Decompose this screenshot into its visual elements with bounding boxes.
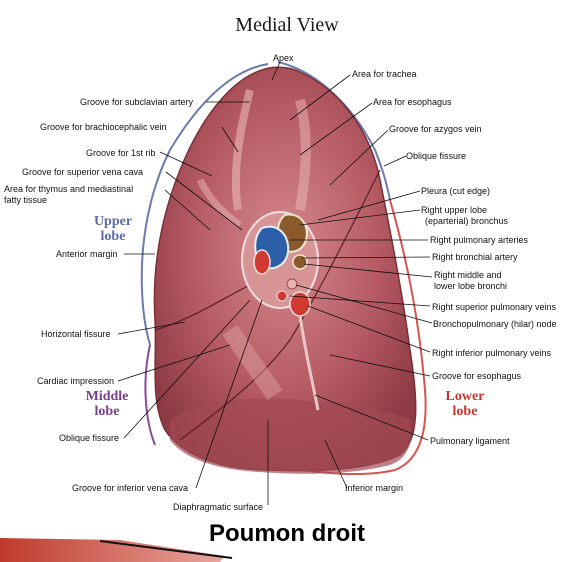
lower-lobe-word2: lobe — [452, 404, 478, 419]
diaphragmatic-band — [170, 398, 412, 474]
horizontal-fissure-line — [154, 284, 251, 331]
label-pleura-cut-edge: Pleura (cut edge) — [421, 186, 491, 196]
bronchus-small-brown — [292, 254, 308, 270]
lower-lobe-label: Lower lobe — [430, 389, 500, 419]
label-cardiac-impression: Cardiac impression — [37, 376, 115, 386]
label-right-upper-lobe-bronchus-line1: Right upper lobe — [421, 205, 488, 215]
middle-lobe-word2: lobe — [94, 404, 120, 419]
label-apex: Apex — [273, 53, 294, 63]
label-right-inferior-pulmonary-veins: Right inferior pulmonary veins — [432, 348, 552, 358]
label-oblique-fissure-upper: Oblique fissure — [406, 151, 467, 161]
middle-lobe-word1: Middle — [85, 389, 129, 404]
label-groove-superior-vena-cava: Groove for superior vena cava — [22, 167, 144, 177]
upper-lobe-label: Upper lobe — [78, 214, 148, 244]
label-right-superior-pulmonary-veins: Right superior pulmonary veins — [432, 302, 557, 312]
label-groove-azygos-vein: Groove for azygos vein — [389, 124, 482, 134]
slide-accent-line — [99, 540, 233, 559]
groove-streak-1 — [231, 89, 254, 211]
label-right-upper-lobe-bronchus-line2: (eparterial) bronchus — [425, 216, 509, 226]
label-bronchopulmonary-hilar-node: Bronchopulmonary (hilar) node — [433, 319, 557, 329]
label-groove-inferior-vena-cava: Groove for inferior vena cava — [72, 483, 189, 493]
upper-lobe-word2: lobe — [100, 229, 126, 244]
superior-vein-red — [253, 249, 271, 275]
lower-lobe-word1: Lower — [445, 389, 485, 404]
slide-accent-bar — [0, 538, 225, 562]
label-horizontal-fissure: Horizontal fissure — [41, 329, 111, 339]
groove-streak-4 — [222, 325, 283, 401]
figure-title: Medial View — [235, 14, 339, 36]
label-groove-esophagus-lower: Groove for esophagus — [432, 371, 522, 381]
middle-lobe-label: Middle lobe — [72, 389, 142, 419]
groove-streak-3 — [196, 178, 242, 228]
label-right-pulmonary-arteries: Right pulmonary arteries — [430, 235, 529, 245]
label-groove-1st-rib: Groove for 1st rib — [86, 148, 156, 158]
pulmonary-ligament-line — [298, 315, 320, 411]
label-area-thymus-line1: Area for thymus and mediastinal — [4, 184, 134, 194]
label-area-esophagus: Area for esophagus — [373, 97, 452, 107]
inferior-vein-red — [289, 291, 311, 317]
label-pulmonary-ligament: Pulmonary ligament — [430, 436, 510, 446]
upper-lobe-bracket — [140, 63, 269, 346]
upper-lobe-word1: Upper — [93, 214, 133, 229]
label-right-middle-lower-bronchi-line2: lower lobe bronchi — [434, 281, 508, 291]
label-right-middle-lower-bronchi-line1: Right middle and — [434, 270, 502, 280]
upper-lobe-right-bracket — [277, 61, 391, 201]
label-right-bronchial-artery: Right bronchial artery — [432, 252, 518, 262]
slide-caption: Poumon droit — [209, 520, 365, 547]
label-area-trachea: Area for trachea — [352, 69, 417, 79]
label-groove-subclavian-artery: Groove for subclavian artery — [80, 97, 194, 107]
vein-small-red — [276, 290, 288, 302]
label-groove-brachiocephalic-vein: Groove for brachiocephalic vein — [40, 122, 167, 132]
label-anterior-margin: Anterior margin — [56, 249, 118, 259]
label-oblique-fissure-lower: Oblique fissure — [59, 433, 120, 443]
groove-streak-2 — [295, 98, 311, 211]
label-inferior-margin: Inferior margin — [345, 483, 404, 493]
middle-lobe-bracket — [144, 344, 156, 446]
oblique-fissure-line — [179, 169, 381, 441]
label-diaphragmatic-surface: Diaphragmatic surface — [173, 502, 264, 512]
hilar-node — [286, 278, 298, 290]
label-area-thymus-line2: fatty tissue — [4, 195, 48, 205]
leader-lines — [117, 61, 433, 505]
